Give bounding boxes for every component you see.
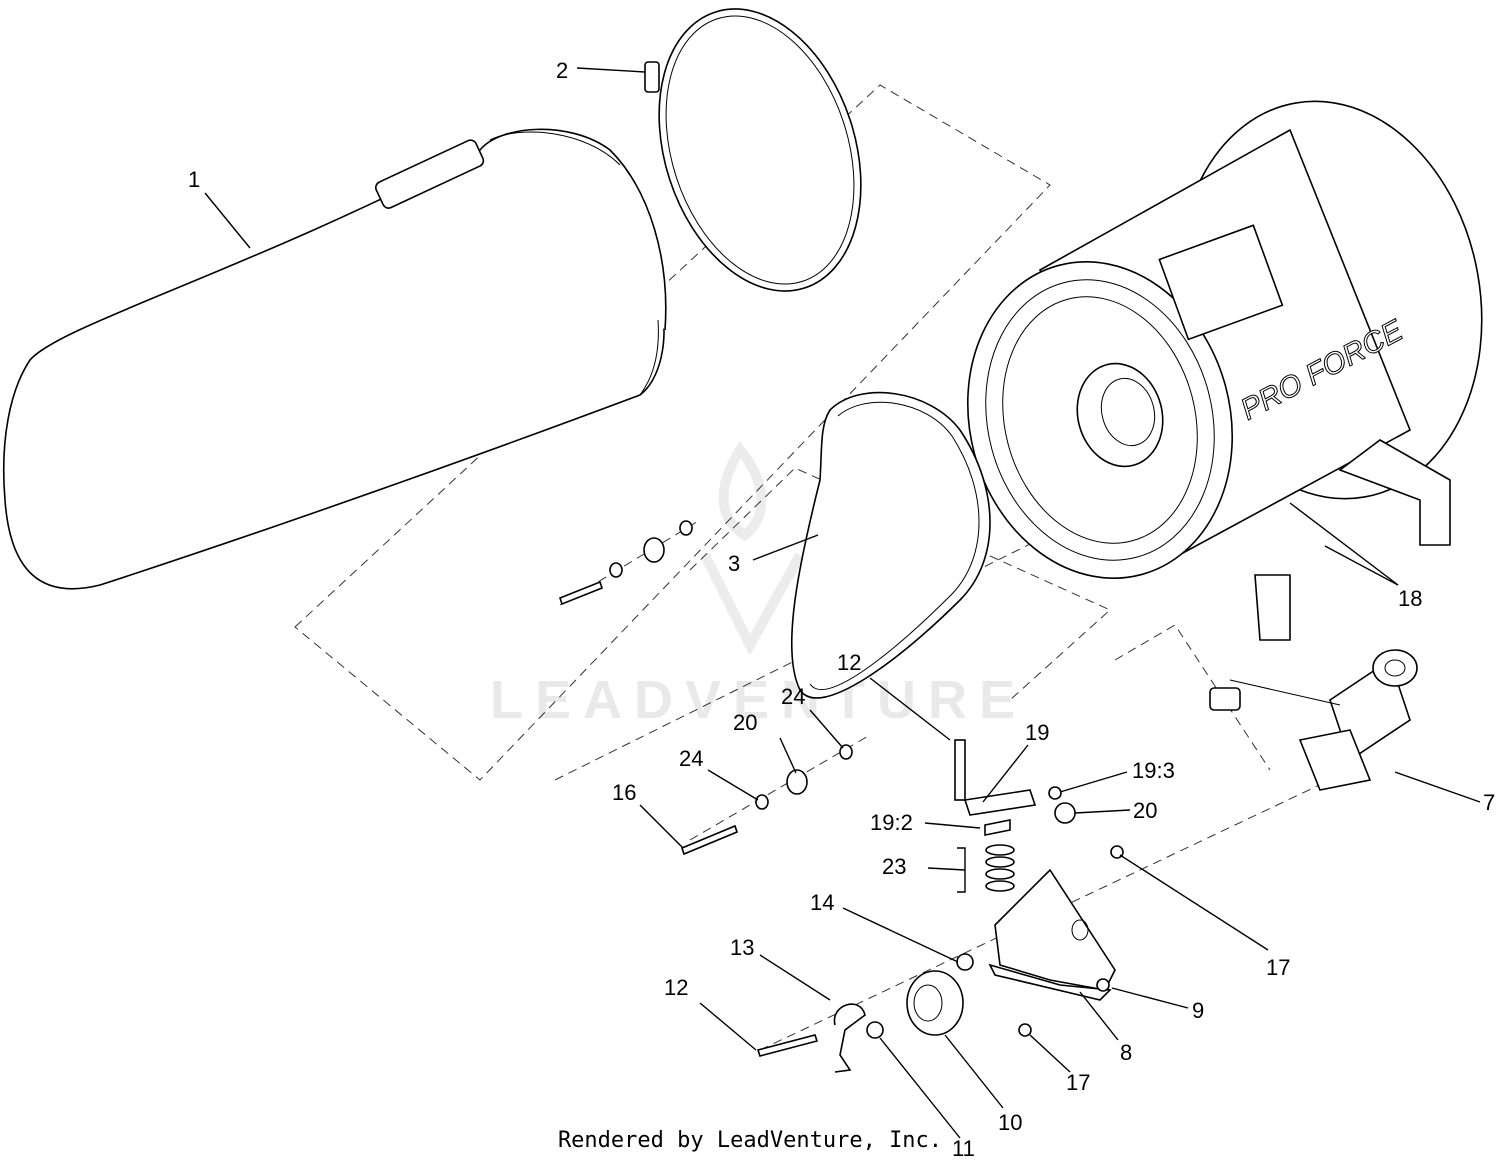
callout-7: 7 bbox=[1483, 790, 1495, 815]
callout-19: 19 bbox=[1025, 720, 1049, 745]
callout-19-3: 19:3 bbox=[1132, 758, 1175, 783]
idler-arm-assembly bbox=[954, 739, 1076, 836]
blower-housing: PRO FORCE bbox=[966, 100, 1483, 641]
callout-17-bottom: 17 bbox=[1066, 1070, 1090, 1095]
callout-20-left: 20 bbox=[733, 710, 757, 735]
rendered-by-footer: Rendered by LeadVenture, Inc. bbox=[557, 1128, 943, 1153]
tension-spring bbox=[985, 844, 1015, 892]
clamp-band bbox=[644, 8, 862, 292]
leader-lines bbox=[204, 67, 1481, 1139]
callout-8: 8 bbox=[1120, 1040, 1132, 1065]
callout-23: 23 bbox=[882, 854, 906, 879]
callout-10: 10 bbox=[998, 1110, 1022, 1135]
callout-24-left: 24 bbox=[679, 746, 703, 771]
mounting-bracket bbox=[988, 845, 1124, 1037]
callout-19-2: 19:2 bbox=[870, 810, 913, 835]
callout-13: 13 bbox=[730, 935, 754, 960]
upper-bolt-stack bbox=[559, 520, 693, 606]
discharge-chute bbox=[2, 128, 667, 590]
lower-bolt-stack bbox=[681, 744, 853, 856]
callout-18: 18 bbox=[1398, 586, 1422, 611]
callout-14: 14 bbox=[810, 890, 834, 915]
callout-12-lower: 12 bbox=[664, 975, 688, 1000]
actuator-motor bbox=[1209, 649, 1418, 791]
watermark-text: LEADVENTURE bbox=[490, 670, 1027, 730]
callout-11: 11 bbox=[952, 1136, 975, 1161]
watermark-logo bbox=[700, 441, 805, 656]
retaining-clip bbox=[756, 1003, 866, 1073]
callout-1: 1 bbox=[188, 167, 200, 192]
callout-12-upper: 12 bbox=[837, 650, 861, 675]
callout-16: 16 bbox=[612, 780, 636, 805]
callout-2: 2 bbox=[556, 58, 568, 83]
callout-20-right: 20 bbox=[1133, 798, 1157, 823]
drive-belt bbox=[790, 391, 991, 699]
callout-labels: 1 2 3 7 8 9 10 11 12 12 13 14 16 17 17 1… bbox=[188, 58, 1495, 1161]
callout-24-right: 24 bbox=[781, 684, 805, 709]
callout-17-right: 17 bbox=[1266, 955, 1290, 980]
callout-9: 9 bbox=[1192, 998, 1204, 1023]
callout-3: 3 bbox=[728, 551, 740, 576]
idler-pulley bbox=[866, 953, 974, 1039]
